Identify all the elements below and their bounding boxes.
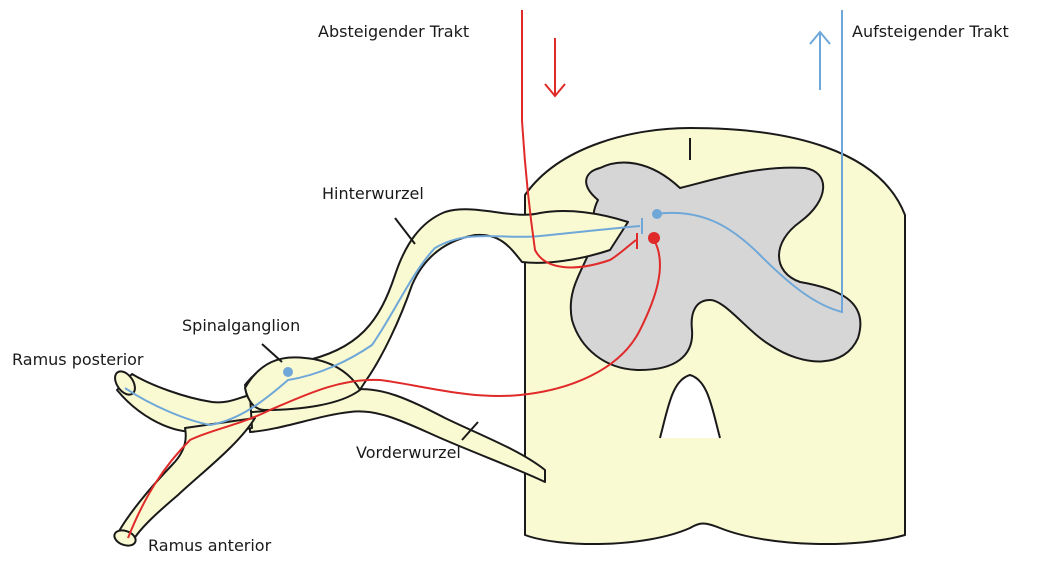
blue-neuron-soma [652, 209, 662, 219]
descending-tract-label: Absteigender Trakt [318, 22, 469, 42]
ganglion-neuron-soma [283, 367, 293, 377]
spinal-ganglion-label: Spinalganglion [182, 316, 300, 336]
ganglion-leader [262, 344, 282, 362]
ramus-anterior-label: Ramus anterior [148, 536, 271, 556]
ascending-arrow [810, 32, 830, 90]
ramus-posterior-label: Ramus posterior [12, 350, 144, 370]
red-neuron-soma [648, 232, 660, 244]
ramus-anterior [118, 418, 255, 542]
descending-arrow [545, 38, 565, 96]
dorsal-root-leader [395, 218, 415, 244]
dorsal-root-label: Hinterwurzel [322, 184, 424, 204]
ascending-tract-label: Aufsteigender Trakt [852, 22, 1009, 42]
ventral-root-label: Vorderwurzel [356, 443, 461, 463]
